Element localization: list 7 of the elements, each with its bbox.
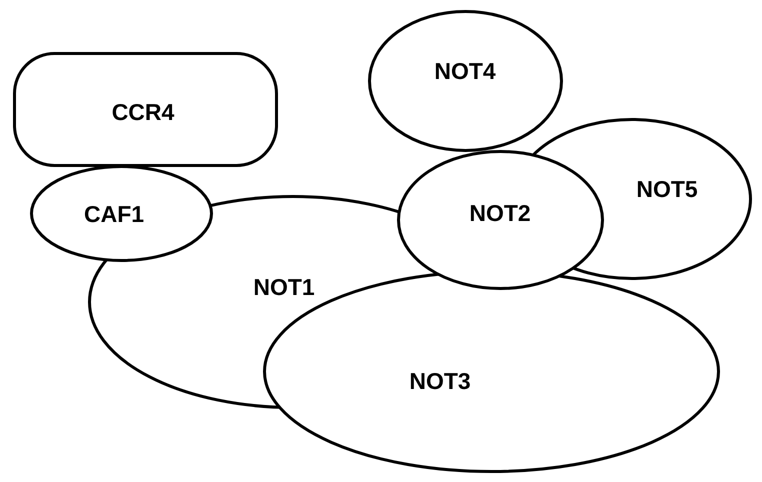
protein-label: NOT3 — [409, 368, 471, 394]
protein-label: NOT4 — [434, 58, 496, 84]
protein-label: NOT1 — [253, 274, 315, 300]
protein-label: NOT2 — [469, 200, 531, 226]
protein-label: CAF1 — [84, 201, 144, 227]
protein-label: NOT5 — [636, 176, 698, 202]
protein-label: CCR4 — [112, 99, 174, 125]
